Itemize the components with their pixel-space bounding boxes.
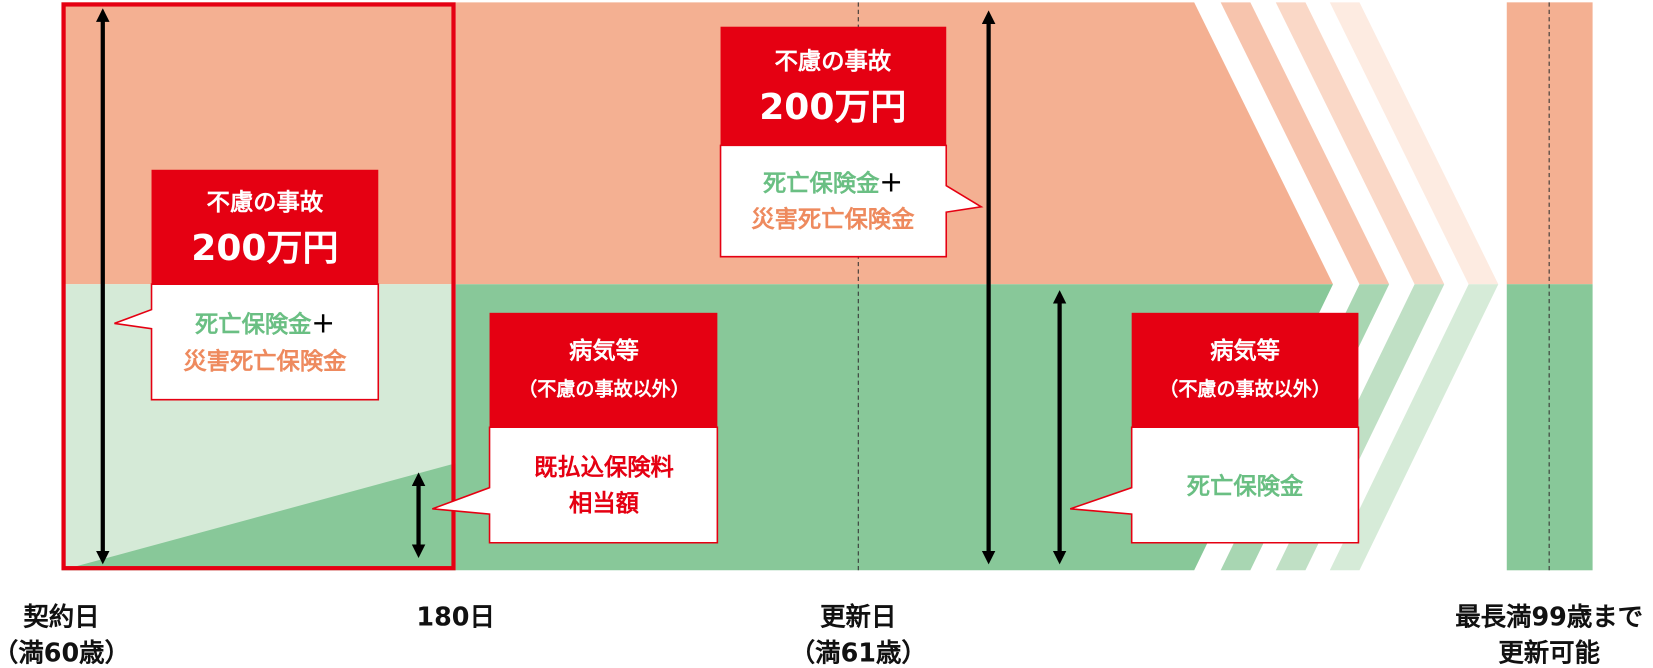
callout-amount: 200万円: [759, 87, 906, 128]
callout-title: 病気等: [569, 336, 639, 364]
callout-subtitle: （不慮の事故以外）: [1159, 377, 1331, 400]
callout-illness-initial: 病気等 （不慮の事故以外） 既払込保険料 相当額: [432, 312, 719, 544]
callout-line2: 災害死亡保険金: [183, 347, 347, 375]
label-renewable: 更新可能: [1498, 637, 1600, 667]
label-180-days: 180日: [416, 601, 494, 631]
callout-illness-renewal: 病気等 （不慮の事故以外） 死亡保険金: [1069, 312, 1360, 544]
callout-amount: 200万円: [191, 228, 338, 269]
label-contract-age: （満60歳）: [0, 637, 130, 667]
callout-line1: 死亡保険金＋: [763, 169, 903, 197]
callout-line2: 災害死亡保険金: [751, 205, 915, 233]
callout-title: 不慮の事故: [207, 189, 324, 216]
callout-line1: 死亡保険金: [1187, 472, 1304, 500]
label-renewal-date: 更新日: [820, 601, 896, 631]
label-max-age: 最長満99歳まで: [1455, 601, 1643, 631]
callout-accident-renewal: 不慮の事故 200万円 死亡保険金＋ 災害死亡保険金: [719, 26, 984, 258]
callout-line1: 死亡保険金＋: [195, 310, 335, 338]
first-180-days-highlight: [61, 2, 456, 571]
callout-line2: 相当額: [569, 489, 639, 517]
label-contract-date: 契約日: [22, 601, 99, 631]
callout-title: 病気等: [1210, 336, 1280, 364]
callout-line1: 既払込保険料: [534, 454, 674, 481]
callout-subtitle: （不慮の事故以外）: [518, 377, 690, 400]
label-renewal-age: （満61歳）: [790, 637, 927, 667]
callout-title: 不慮の事故: [775, 48, 892, 75]
callout-accident-initial: 不慮の事故 200万円 死亡保険金＋ 災害死亡保険金: [114, 169, 380, 401]
